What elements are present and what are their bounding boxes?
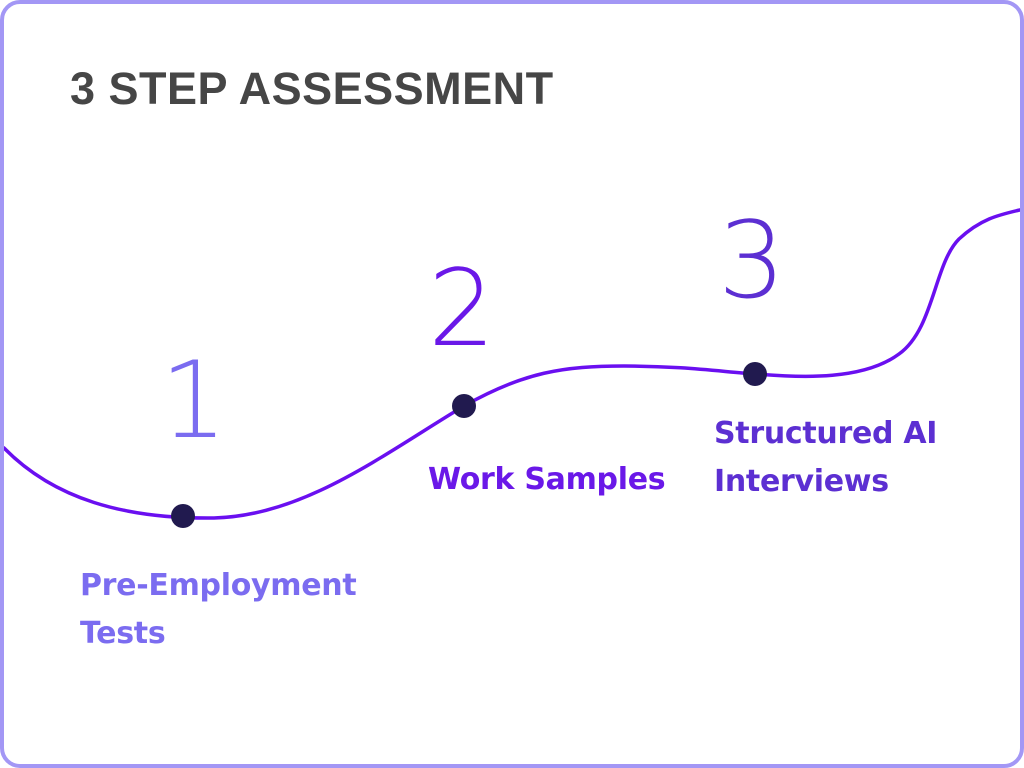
progress-curve <box>4 208 1020 528</box>
step-3-label-line-2: Interviews <box>714 464 889 499</box>
step-1-label-line-1: Pre-Employment <box>80 568 357 603</box>
step-3-label: Structured AI Interviews <box>714 410 937 506</box>
step-1-label: Pre-Employment Tests <box>80 562 357 658</box>
curve-path <box>4 208 1020 520</box>
step-2-label-line-1: Work Samples <box>428 462 666 497</box>
step-1-label-line-2: Tests <box>80 616 166 651</box>
step-1-dot <box>171 504 195 528</box>
page-title: 3 STEP ASSESSMENT <box>70 63 554 114</box>
step-1-number: 1 <box>160 339 228 462</box>
step-3-number: 3 <box>718 199 786 322</box>
step-3-dot <box>743 362 767 386</box>
step-3-label-line-1: Structured AI <box>714 416 938 451</box>
step-2-label: Work Samples <box>428 456 666 504</box>
step-2-number: 2 <box>428 247 496 370</box>
step-2-dot <box>452 394 476 418</box>
